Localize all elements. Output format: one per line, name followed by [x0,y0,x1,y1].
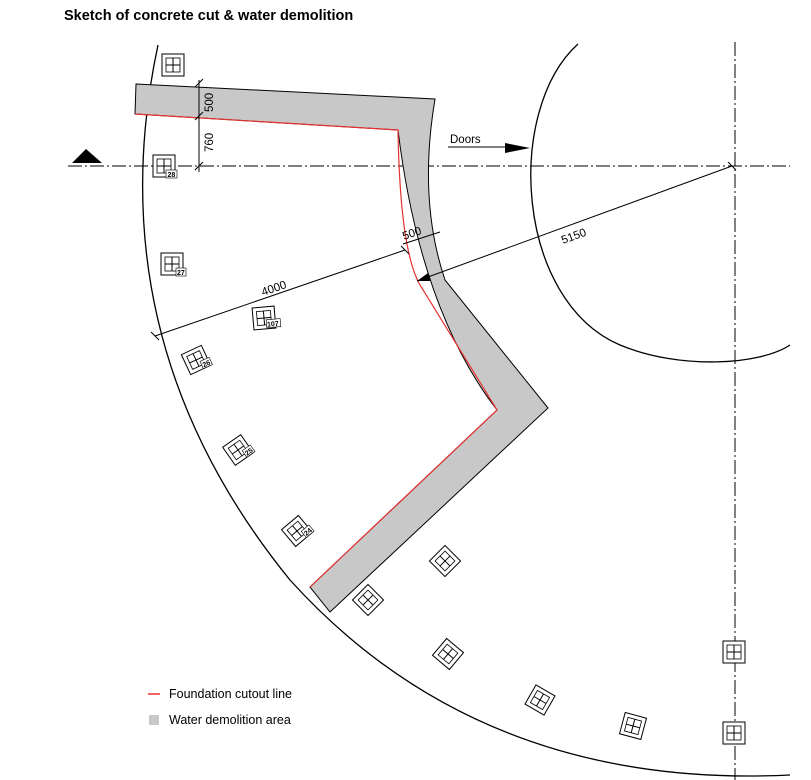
legend: Foundation cutout line Water demolition … [148,687,292,727]
grid-tag-27: 27 [177,270,185,277]
radius-arrow-icon [417,273,431,281]
dimension-4000-line [154,249,406,337]
doors-arrow-icon [505,143,530,153]
grid-marker-28: 28 [152,154,178,179]
dimension-tick [194,161,204,171]
grid-marker-25: 25 [222,434,256,466]
grid-tag-24: 24 [303,527,314,537]
grid-marker-icon [524,684,556,716]
grid-marker-icon [619,712,647,740]
dimension-tick [150,331,160,341]
legend-demolition-swatch [149,715,159,725]
dimension-tick [400,245,410,255]
grid-marker-icon [722,640,746,664]
dimension-5150-line [416,165,733,282]
grid-marker-27: 27 [160,252,187,277]
grid-marker-icon [428,544,462,578]
grid-tag-107: 107 [267,321,279,329]
dimension-tick [194,78,204,88]
outer-foundation-arc [141,44,791,777]
dimension-500-mid-line [402,231,441,245]
grid-marker-icon [432,638,464,670]
grid-tag-26: 26 [202,360,212,370]
grid-tag-25: 25 [244,447,254,457]
legend-cutout-label: Foundation cutout line [169,687,292,701]
grid-marker-24: 24 [281,515,315,547]
dimension-4000: 4000 [260,279,288,299]
grid-marker-icon [161,53,185,77]
dimension-760: 760 [204,133,216,152]
dimension-500-mid: 500 [401,225,423,243]
dimension-tick [194,111,204,121]
foundation-cutout-line [134,113,498,588]
dimension-tick [727,161,737,171]
reference-triangle-icon [72,149,102,163]
grid-marker-icon [351,583,385,617]
grid-tag-28: 28 [168,172,176,179]
grid-marker-107: 107 [251,305,282,331]
legend-demolition-label: Water demolition area [169,713,291,727]
grid-marker-26: 26 [180,344,213,376]
dimension-500-top: 500 [204,93,216,112]
dimension-5150: 5150 [560,227,588,247]
tank-circle-arc [530,43,791,363]
page-title: Sketch of concrete cut & water demolitio… [64,8,354,24]
doors-label: Doors [450,134,481,146]
grid-marker-icon [722,721,746,745]
